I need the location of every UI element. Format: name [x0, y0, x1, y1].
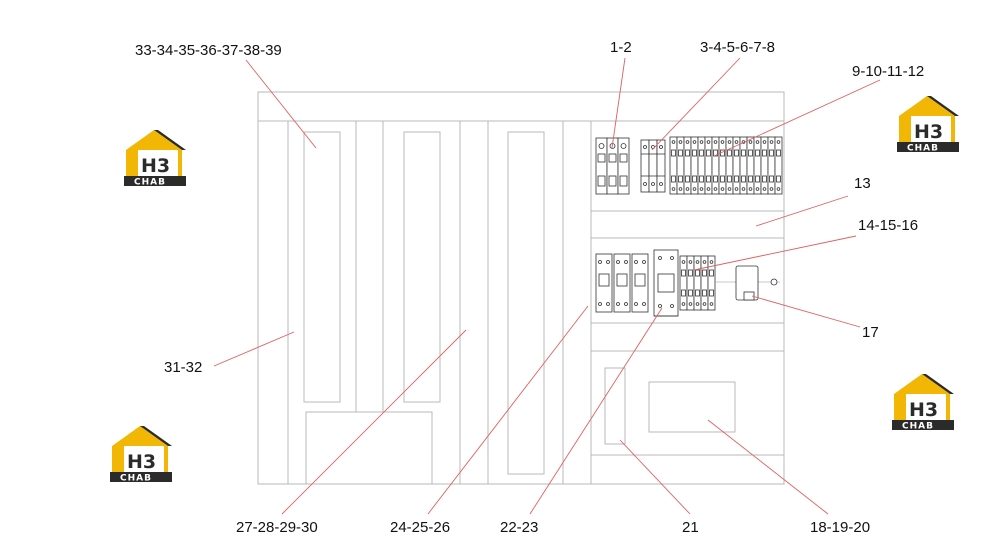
cabinet-outline — [257, 91, 785, 485]
callout-label: 17 — [862, 324, 879, 341]
logo-bottom-left: H3 CHAB — [110, 426, 172, 484]
component-18-20 — [648, 381, 736, 433]
door-panel-middle — [403, 131, 441, 403]
terminal-block — [732, 136, 741, 195]
callout-label: 18-19-20 — [810, 519, 870, 536]
callout-labels: 33-34-35-36-37-38-39 1-2 3-4-5-6-7-8 9-1… — [135, 39, 924, 536]
logo-top-right: H3 CHAB — [897, 96, 959, 154]
terminal-block — [718, 136, 727, 195]
callout-label: 3-4-5-6-7-8 — [700, 39, 775, 56]
terminal-block — [686, 255, 695, 311]
terminal-block — [679, 255, 688, 311]
terminal-block — [767, 136, 776, 195]
callout-label: 9-10-11-12 — [852, 63, 924, 80]
callout-label: 21 — [682, 519, 699, 536]
terminal-block — [760, 136, 769, 195]
callout-label: 31-32 — [164, 359, 202, 376]
terminal-block-group-14-16 — [679, 255, 716, 311]
terminal-block — [725, 136, 734, 195]
breaker-group-1-2 — [595, 137, 630, 195]
component-17 — [716, 265, 780, 301]
terminal-block — [690, 136, 699, 195]
logo-sub-text: CHAB — [907, 144, 939, 154]
logo-main-text: H3 — [127, 451, 156, 473]
terminal-block-group-9-12 — [669, 136, 783, 195]
logo-main-text: H3 — [914, 121, 943, 143]
door-panel-left — [303, 131, 341, 403]
logo-bottom-right: H3 CHAB — [892, 374, 954, 432]
leader-lines — [213, 57, 881, 515]
callout-label: 1-2 — [610, 39, 632, 56]
terminal-block — [707, 255, 716, 311]
terminal-block — [753, 136, 762, 195]
terminal-block — [746, 136, 755, 195]
door-panel-right — [507, 131, 545, 475]
callout-label: 22-23 — [500, 519, 538, 536]
logo-sub-text: CHAB — [902, 422, 934, 432]
logo-main-text: H3 — [141, 155, 170, 177]
contactor-group-22-23 — [595, 253, 649, 313]
logo-main-text: H3 — [909, 399, 938, 421]
terminal-block — [683, 136, 692, 195]
terminal-block — [704, 136, 713, 195]
logo-sub-text: CHAB — [134, 178, 166, 188]
door-panels — [303, 131, 545, 475]
terminal-block — [774, 136, 783, 195]
callout-label: 14-15-16 — [858, 217, 918, 234]
logo-top-left: H3 CHAB — [124, 130, 186, 188]
terminal-block — [693, 255, 702, 311]
logo-sub-text: CHAB — [120, 474, 152, 484]
callout-label: 27-28-29-30 — [236, 519, 318, 536]
callout-label: 24-25-26 — [390, 519, 450, 536]
breaker-group-3-8 — [640, 139, 666, 193]
component-21 — [604, 367, 626, 445]
bottom-components — [604, 367, 736, 445]
terminal-block — [739, 136, 748, 195]
terminal-block — [676, 136, 685, 195]
terminal-block — [697, 136, 706, 195]
terminal-block — [700, 255, 709, 311]
relay-group-24-26 — [653, 249, 679, 317]
terminal-block — [711, 136, 720, 195]
terminal-block — [669, 136, 678, 195]
callout-label: 13 — [854, 175, 871, 192]
middle-rail-components — [595, 249, 780, 317]
top-rail-components — [595, 136, 783, 195]
callout-label: 33-34-35-36-37-38-39 — [135, 42, 282, 59]
